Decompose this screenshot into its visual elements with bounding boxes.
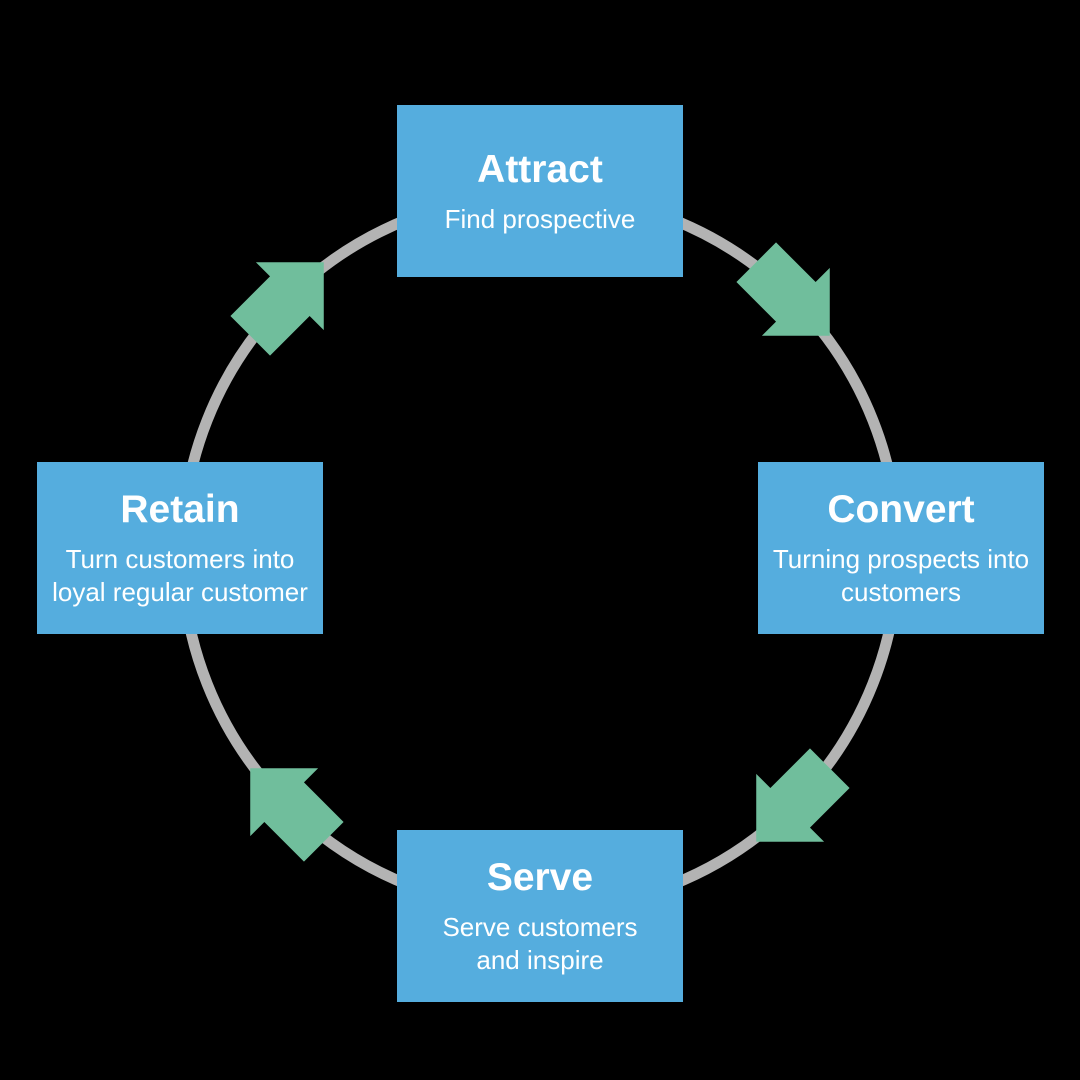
stage-title-attract: Attract	[477, 147, 603, 191]
stage-box-convert: Convert Turning prospects into customers	[758, 462, 1044, 634]
arrow-attract-to-convert-icon	[722, 228, 864, 370]
stage-title-serve: Serve	[486, 856, 594, 899]
stage-description-convert: Turning prospects into customers	[773, 543, 1029, 609]
arrow-serve-to-retain-icon	[216, 734, 358, 876]
arrow-convert-to-serve-icon	[722, 734, 864, 876]
stage-title-retain: Retain	[120, 488, 240, 531]
description-line: Turn customers into	[65, 544, 295, 574]
description-line: Turning prospects into	[772, 544, 1030, 574]
description-line: loyal regular customer	[52, 577, 308, 607]
stage-box-retain: Retain Turn customers into loyal regular…	[37, 462, 323, 634]
arrow-retain-to-attract-icon	[216, 228, 358, 370]
stage-description-serve: Serve customers and inspire	[442, 911, 637, 977]
stage-description-attract: Find prospective	[445, 203, 636, 236]
description-line: Find prospective	[444, 203, 636, 234]
stage-box-serve: Serve Serve customers and inspire	[397, 830, 683, 1002]
stage-description-retain: Turn customers into loyal regular custom…	[52, 543, 308, 609]
stage-box-attract: Attract Find prospective	[397, 105, 683, 277]
stage-title-convert: Convert	[827, 488, 975, 531]
description-line: customers	[841, 577, 961, 607]
description-line: and inspire	[476, 945, 604, 975]
description-line: Serve customers	[442, 912, 638, 942]
